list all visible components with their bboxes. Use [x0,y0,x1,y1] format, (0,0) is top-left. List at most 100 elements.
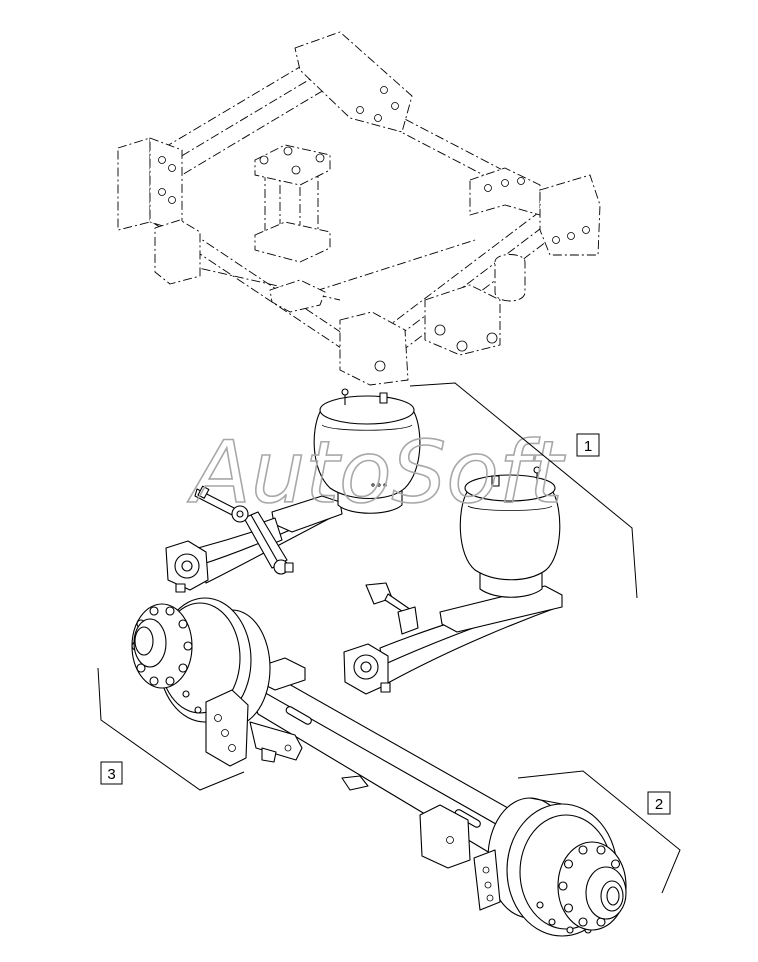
drum-bolt [182,690,190,698]
air-spring-lower [459,466,561,598]
bolt-hole [486,894,494,902]
air-spring-lower-bellows [459,491,561,581]
wheel-stud [149,676,159,686]
bolt-hole [517,177,525,185]
bolt-hole [582,226,590,234]
hanger-top-plate [254,144,331,186]
frame-brace-line [299,239,476,297]
callout-3-label: 3 [107,766,115,783]
bolt-head [315,153,325,163]
right-brake-drum-hub [487,797,627,937]
callout-1: 1 [409,382,638,599]
callout-1-label: 1 [584,438,592,455]
bolt-hole [228,744,236,752]
shock-absorber-body-line [250,514,280,565]
bolt-hole [501,179,509,187]
wheel-stud [563,859,574,869]
lower-arm-spring-plate [439,585,563,633]
frame-right-rail-line [373,216,580,373]
axle-left-bracket-tab [261,747,277,763]
hanger-bottom-plate [254,221,331,263]
bolt-head [259,155,269,165]
chassis-frame [117,31,601,386]
shock-absorber-bottom-nut [284,562,294,573]
frame-left-lower-post [154,219,201,285]
bolt-hole [484,881,492,889]
bolt-hole [482,866,490,874]
bolt-hole [158,156,166,164]
callout-2-label: 2 [655,796,663,813]
lower-shock-bracket [397,606,419,635]
air-spring-lower-bellows-line [467,505,553,511]
bolt-hole [221,729,229,737]
air-spring-lower-fitting-head [533,466,541,474]
wheel-stud [610,859,621,869]
bolt-hole [484,184,492,192]
bolt-hole [374,114,382,122]
axle-beam-slot [285,706,312,725]
bolt-hole [168,164,176,172]
air-spring-upper-air-port [379,392,388,404]
left-brake-drum-hub [131,597,271,727]
callout-3-leader [97,667,245,791]
wheel-stud [578,917,588,927]
axle-center-tab [341,775,369,791]
shock-absorber-top-nut [197,485,210,499]
air-spring-upper-top-plate [319,395,415,425]
air-spring-upper-bellows-line [321,424,413,431]
bolt-hole [391,102,399,110]
frame-left-bracket-side [149,137,183,233]
drum-bolt [548,918,556,926]
drum-bolt [194,706,202,714]
upper-arm-eye-bolt [181,560,193,572]
air-spring-upper-fitting-head [341,388,349,396]
frame-rear-bracket [469,167,541,216]
bolt-hole [380,86,388,94]
wheel-stud [149,606,159,616]
air-spring-upper-bellows [313,411,421,500]
bolt-hole [446,836,454,844]
bolt-hole [214,714,222,722]
bolt-hole [356,106,364,114]
bolt-hole [158,188,166,196]
right-hub-cap-center [606,886,620,906]
frame-top-plate [294,31,413,133]
left-hub-cap [134,626,154,656]
wheel-stud [178,663,188,673]
frame-lower-plate [269,279,326,313]
bolt-hole [374,360,386,372]
shock-absorber-top-eye-bolt [236,510,244,518]
wheel-stud [136,663,146,673]
wheel-stud [165,676,175,686]
air-spring-lower-air-port [491,475,500,487]
wheel-stud [596,845,606,855]
wheel-stud [183,641,193,651]
wheel-stud [558,881,568,891]
wheel-stud [165,606,175,616]
axle-left-bracket [205,689,249,767]
bolt-hole [284,744,292,752]
drum-bolt [566,926,574,934]
air-spring-upper-marking-dot [383,483,387,487]
frame-air-spring-seat [494,254,526,302]
callout-2: 2 [517,770,681,894]
callout-1-box [576,433,600,457]
frame-left-bracket [117,137,151,231]
bolt-hole [567,232,575,240]
air-spring-upper-marking-dot [377,483,381,487]
bolt-hole [552,236,560,244]
bolt-hole [168,196,176,204]
bolt-head [434,324,446,336]
bolt-head [486,332,498,344]
lower-arm-bolt-nut [380,682,391,693]
callout-2-leader [517,770,681,894]
lower-trailing-arm-assembly [343,582,563,695]
callout-2-box [647,791,671,815]
lower-arm-eye-bolt [360,661,372,673]
upper-arm-bolt-nut [175,583,186,593]
right-hub-cap [600,880,624,912]
callout-3: 3 [97,667,245,791]
frame-right-rail-line [369,184,576,341]
axle-assembly [131,597,627,937]
